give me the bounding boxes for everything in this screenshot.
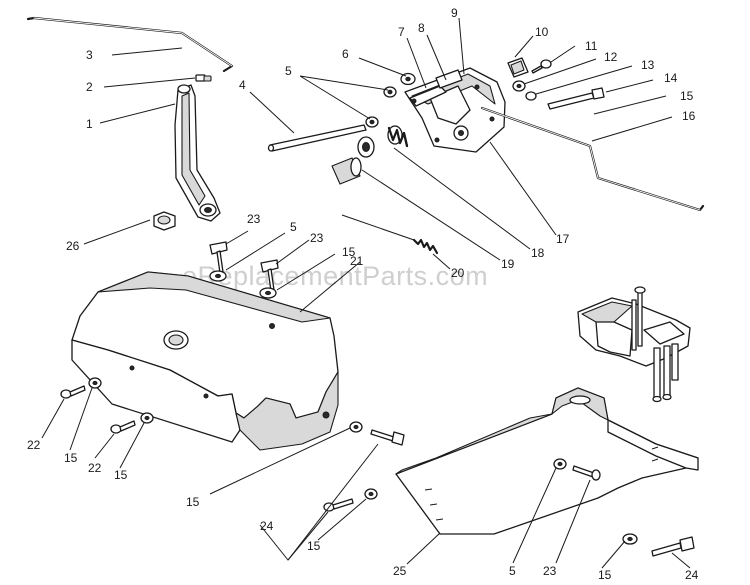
washer — [259, 287, 277, 299]
bolt — [260, 259, 279, 292]
callout-22: 22 — [27, 438, 41, 452]
extension-spring — [341, 214, 439, 255]
callout-15: 15 — [598, 568, 612, 582]
washer — [88, 377, 102, 389]
bolt — [110, 420, 136, 434]
callout-5: 5 — [285, 64, 292, 78]
nut — [153, 211, 176, 231]
callout-5: 5 — [509, 564, 516, 578]
control-rod-upper — [26, 16, 234, 73]
washer — [400, 72, 416, 86]
callout-15: 15 — [307, 539, 321, 553]
screw — [572, 465, 601, 481]
callout-15: 15 — [186, 495, 200, 509]
washer — [140, 412, 154, 424]
pivot-lever — [435, 69, 463, 89]
washer — [365, 116, 379, 128]
callout-1: 1 — [86, 117, 93, 131]
bushing — [357, 136, 375, 158]
callout-labels: 3 2 1 4 5 6 7 8 9 10 11 12 13 14 15 16 1… — [27, 6, 699, 582]
callout-20: 20 — [451, 266, 465, 280]
sleeve — [331, 157, 362, 185]
callout-10: 10 — [535, 25, 549, 39]
callout-24: 24 — [685, 568, 699, 582]
callout-13: 13 — [641, 58, 655, 72]
bolt — [651, 536, 695, 557]
clip-plate — [507, 57, 529, 78]
callout-11: 11 — [585, 39, 598, 53]
link-lever — [409, 85, 447, 107]
washer — [525, 91, 537, 101]
callout-23: 23 — [310, 231, 324, 245]
callout-8: 8 — [418, 21, 425, 35]
callout-15: 15 — [64, 451, 78, 465]
callout-9: 9 — [451, 6, 458, 20]
base-plate — [395, 387, 699, 535]
callout-5: 5 — [290, 220, 297, 234]
callout-24: 23 — [247, 212, 261, 226]
watermark: eReplacementParts.com — [182, 261, 488, 291]
callout-4: 4 — [239, 78, 246, 92]
washer — [383, 86, 397, 98]
callout-17: 17 — [556, 232, 570, 246]
screw — [531, 59, 552, 74]
callout-2: 2 — [86, 80, 93, 94]
callout-7: 7 — [398, 25, 405, 39]
callout-14: 14 — [664, 71, 678, 85]
callout-19: 19 — [501, 257, 515, 271]
callout-6: 6 — [342, 47, 349, 61]
callout-21: 21 — [350, 254, 364, 268]
washer — [364, 488, 378, 500]
callout-23: 23 — [543, 564, 557, 578]
callout-3: 3 — [86, 48, 93, 62]
callout-18: 18 — [531, 246, 545, 260]
callout-25: 25 — [393, 564, 407, 578]
callout-12: 12 — [604, 50, 618, 64]
washer — [553, 458, 567, 470]
lever-arm — [174, 84, 221, 222]
washer — [349, 421, 363, 433]
leader-lines — [41, 17, 691, 569]
callout-16: 16 — [682, 109, 696, 123]
bolt — [370, 429, 405, 446]
washer — [622, 533, 638, 545]
callout-15: 15 — [680, 89, 694, 103]
bolt — [323, 498, 354, 512]
callout-22: 22 — [88, 461, 102, 475]
callout-24: 24 — [260, 519, 274, 533]
shaft — [267, 124, 367, 152]
bolt — [60, 385, 86, 399]
callout-15: 15 — [342, 245, 356, 259]
callout-26: 26 — [66, 239, 80, 253]
engine-cover — [71, 271, 339, 451]
callout-15: 15 — [114, 468, 128, 482]
engine-component — [577, 286, 691, 403]
clip — [195, 74, 212, 82]
washer — [209, 270, 227, 282]
bolt — [547, 87, 605, 110]
washer — [512, 80, 526, 92]
linkage-rod — [480, 106, 705, 212]
spring — [387, 125, 409, 148]
